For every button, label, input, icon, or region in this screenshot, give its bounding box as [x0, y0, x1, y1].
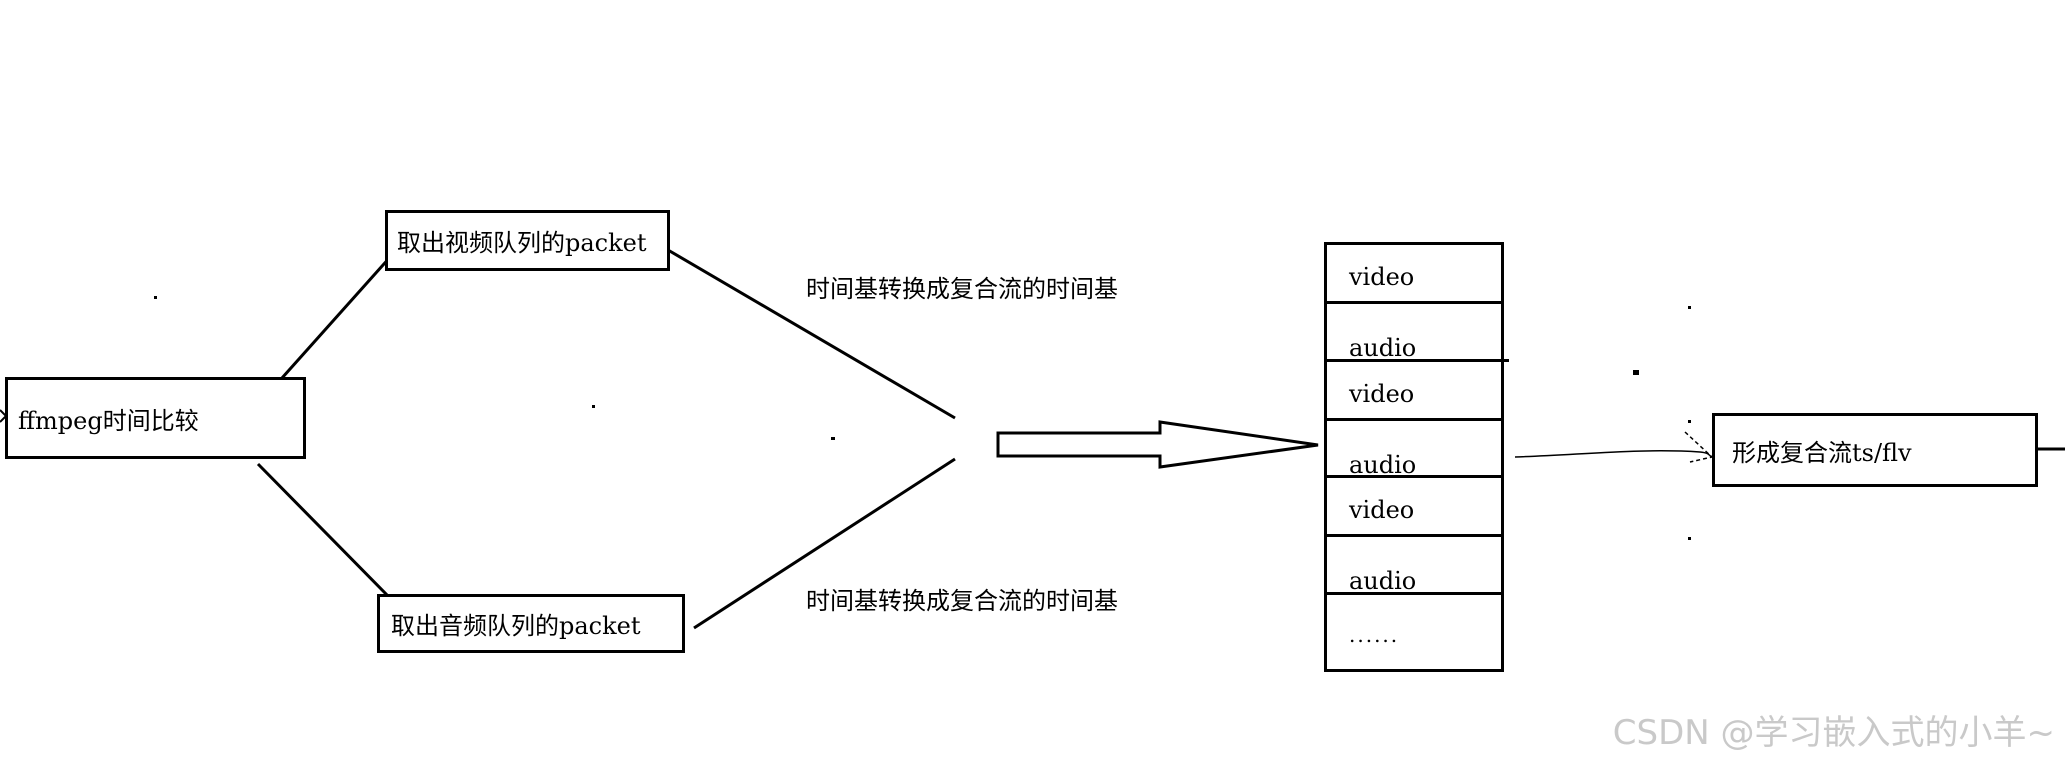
video-queue-label: 取出视频队列的packet: [397, 229, 647, 257]
stack-cell: video: [1349, 263, 1415, 291]
convert-label-top: 时间基转换成复合流的时间基: [806, 275, 1118, 303]
merge-arrow: [996, 420, 1319, 469]
output-box: 形成复合流ts/flv: [1712, 413, 2038, 487]
audio-queue-label: 取出音频队列的packet: [391, 612, 641, 640]
video-queue-box: 取出视频队列的packet: [385, 210, 670, 271]
packet-stack: video audio video audio video audio ....…: [1324, 242, 1509, 672]
watermark: CSDN @学习嵌入式的小羊~: [1612, 713, 2055, 753]
stray-dot: [592, 405, 595, 408]
stack-cell: ......: [1349, 623, 1400, 647]
edge-audio-to-merge: [693, 457, 956, 630]
compare-box: ffmpeg时间比较: [5, 377, 306, 459]
audio-queue-box: 取出音频队列的packet: [377, 594, 685, 653]
stray-dot: [1688, 306, 1691, 309]
convert-label-bottom: 时间基转换成复合流的时间基: [806, 587, 1118, 615]
stack-cell: audio: [1349, 451, 1417, 479]
stray-dot: [831, 437, 835, 440]
stack-cell: video: [1349, 380, 1415, 408]
edge-video-to-merge: [667, 248, 956, 420]
stack-divider: [1327, 359, 1509, 362]
stray-dot: [1688, 420, 1691, 423]
stack-cell: audio: [1349, 334, 1417, 362]
stray-dot: [154, 296, 157, 299]
stack-divider: [1327, 475, 1501, 478]
compare-label: ffmpeg时间比较: [18, 406, 199, 435]
stack-divider: [1327, 301, 1501, 304]
edge-stack-to-output: [1514, 450, 1713, 458]
stack-cell: video: [1349, 496, 1415, 524]
output-label: 形成复合流ts/flv: [1732, 438, 1912, 467]
stray-dot: [1688, 537, 1691, 540]
stack-divider: [1327, 534, 1501, 537]
arrowhead-icon: [1684, 431, 1714, 463]
stack-cell: audio: [1349, 567, 1417, 595]
stack-divider: [1327, 418, 1501, 421]
edge-compare-to-video: [280, 254, 394, 379]
edge-compare-to-audio: [256, 462, 392, 600]
stray-dot: [1633, 370, 1639, 375]
stack-divider: [1327, 592, 1501, 595]
